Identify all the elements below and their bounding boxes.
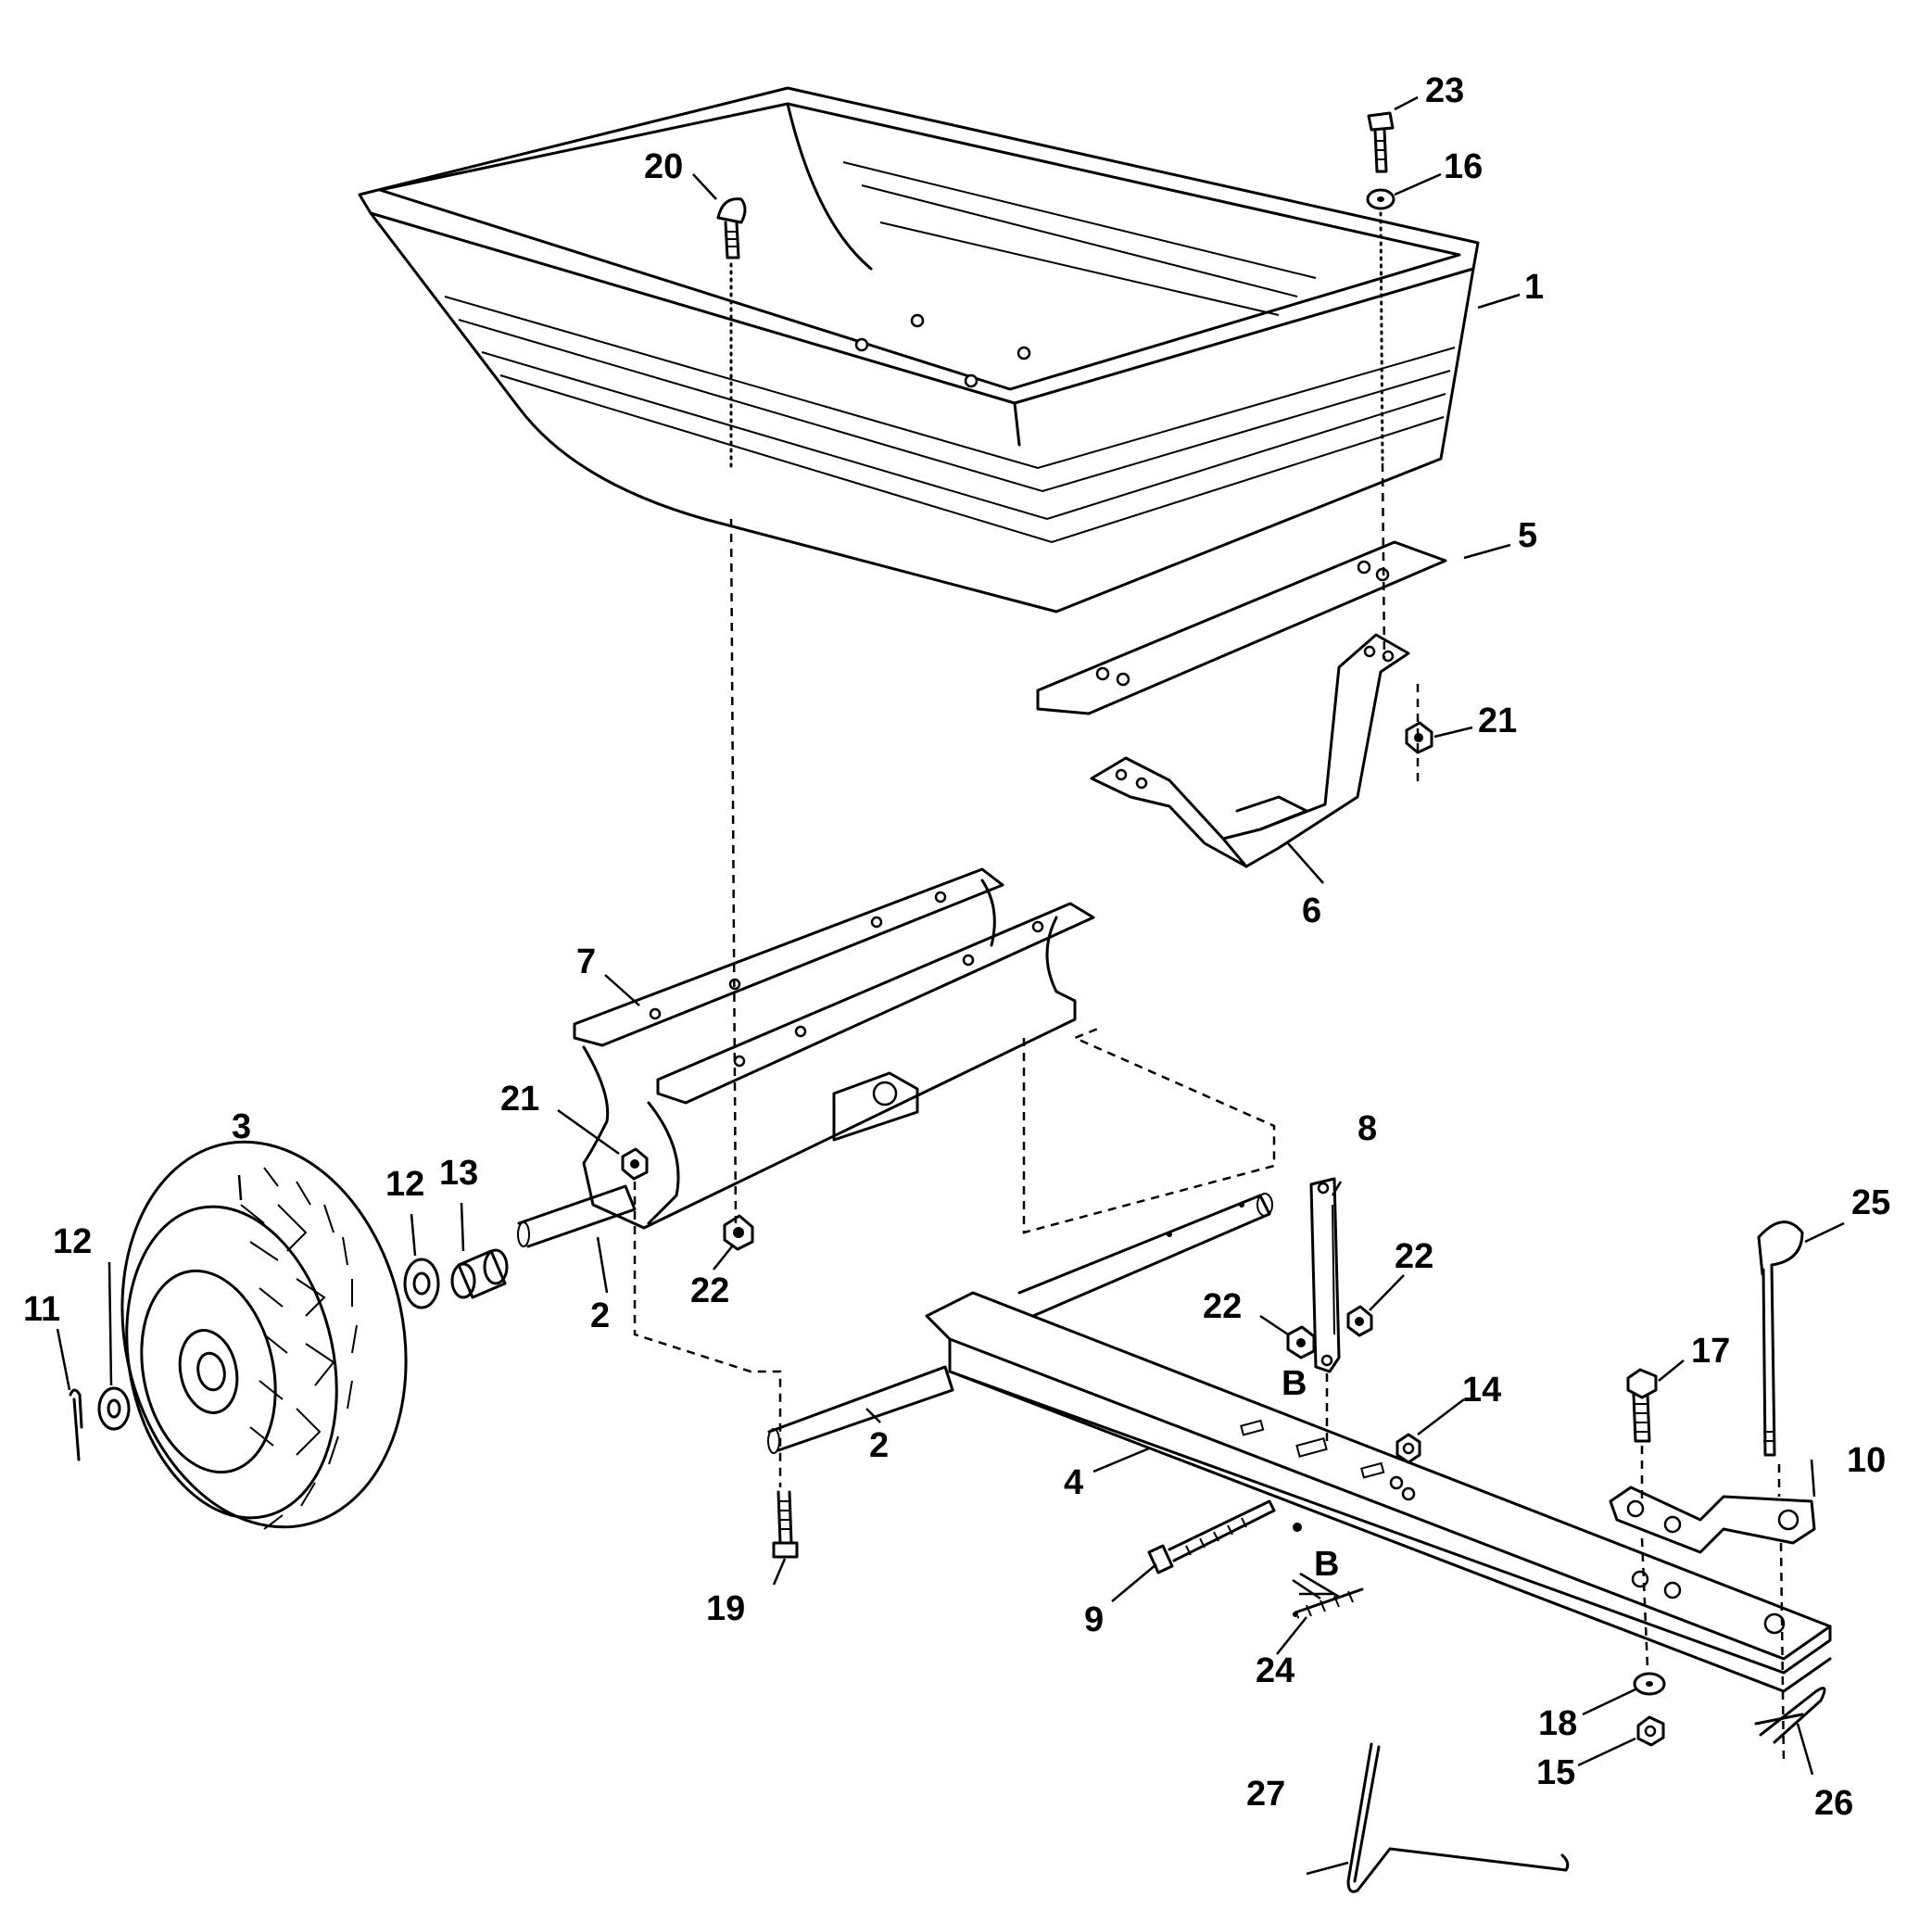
- handle-rod: [1346, 1742, 1570, 1893]
- callout-labels: 1 5 21 6 7 21 23 16 20 2 2 3 12 11 12 13…: [23, 71, 1890, 1823]
- hex-bolt-top: [1367, 111, 1395, 173]
- washer-lower: [1633, 1672, 1666, 1696]
- wheel-tire: [120, 1140, 408, 1530]
- axle: [517, 1184, 1273, 1454]
- callout-21-upper: 21: [1478, 702, 1517, 740]
- leader-lines: [56, 95, 1845, 1876]
- callout-10: 10: [1847, 1441, 1886, 1480]
- callout-24: 24: [1256, 1651, 1294, 1690]
- callout-12-left: 12: [53, 1222, 92, 1261]
- callout-3: 3: [232, 1107, 251, 1146]
- channel-frame: [573, 867, 1095, 1230]
- callout-25: 25: [1851, 1183, 1890, 1222]
- bolt-17: [1626, 1368, 1658, 1443]
- callout-22-center: 22: [690, 1271, 729, 1310]
- callout-11: 11: [23, 1290, 60, 1329]
- callout-19: 19: [706, 1589, 745, 1628]
- washer-left: [97, 1386, 131, 1431]
- callout-2-right: 2: [869, 1426, 889, 1465]
- washer-right: [403, 1258, 440, 1309]
- callout-2-left: 2: [590, 1296, 610, 1335]
- cotter-pin: [69, 1388, 83, 1461]
- hitch-pin: [1757, 1220, 1804, 1457]
- bolt-19: [772, 1490, 799, 1559]
- carriage-bolt: [716, 197, 747, 259]
- hitch-plate: [1609, 1486, 1816, 1554]
- callout-7: 7: [576, 942, 596, 981]
- callout-15: 15: [1536, 1753, 1575, 1792]
- callout-6: 6: [1302, 891, 1321, 930]
- bushing: [450, 1248, 509, 1299]
- callout-1: 1: [1524, 268, 1544, 307]
- callout-5: 5: [1518, 516, 1537, 555]
- callout-26: 26: [1814, 1784, 1853, 1823]
- callout-21-frame: 21: [500, 1080, 539, 1119]
- assembly-lines: [633, 211, 1786, 1766]
- nut-14: [1395, 1433, 1421, 1464]
- hitch-bracket: [1090, 633, 1410, 868]
- callout-22-left: 22: [1203, 1287, 1242, 1326]
- callout-17: 17: [1691, 1332, 1730, 1371]
- nut-link-right: [1346, 1305, 1373, 1337]
- long-bolt: [1147, 1499, 1276, 1574]
- spring-pin: [1293, 1587, 1364, 1617]
- nut-frame: [621, 1147, 649, 1181]
- callout-23: 23: [1425, 71, 1464, 110]
- callout-18: 18: [1538, 1704, 1577, 1743]
- callout-27: 27: [1246, 1775, 1285, 1814]
- callout-8: 8: [1357, 1109, 1377, 1148]
- dump-bed: [358, 86, 1480, 613]
- callout-b-upper: B: [1282, 1364, 1307, 1403]
- nut-link-left: [1286, 1325, 1316, 1359]
- nut-lower: [1636, 1715, 1665, 1747]
- callout-b-lower: B: [1314, 1545, 1339, 1584]
- hair-pin-clip: [1754, 1687, 1826, 1744]
- callout-22-right: 22: [1395, 1237, 1433, 1276]
- nut-upper: [1405, 721, 1433, 754]
- nut-lower-center: [723, 1214, 754, 1251]
- callout-20: 20: [644, 147, 683, 186]
- callout-16: 16: [1444, 147, 1483, 186]
- callout-13: 13: [439, 1154, 478, 1193]
- callout-14: 14: [1462, 1371, 1501, 1410]
- callout-4: 4: [1064, 1463, 1083, 1502]
- washer-top: [1366, 188, 1395, 210]
- callout-9: 9: [1084, 1600, 1104, 1639]
- callout-12-right: 12: [385, 1165, 424, 1204]
